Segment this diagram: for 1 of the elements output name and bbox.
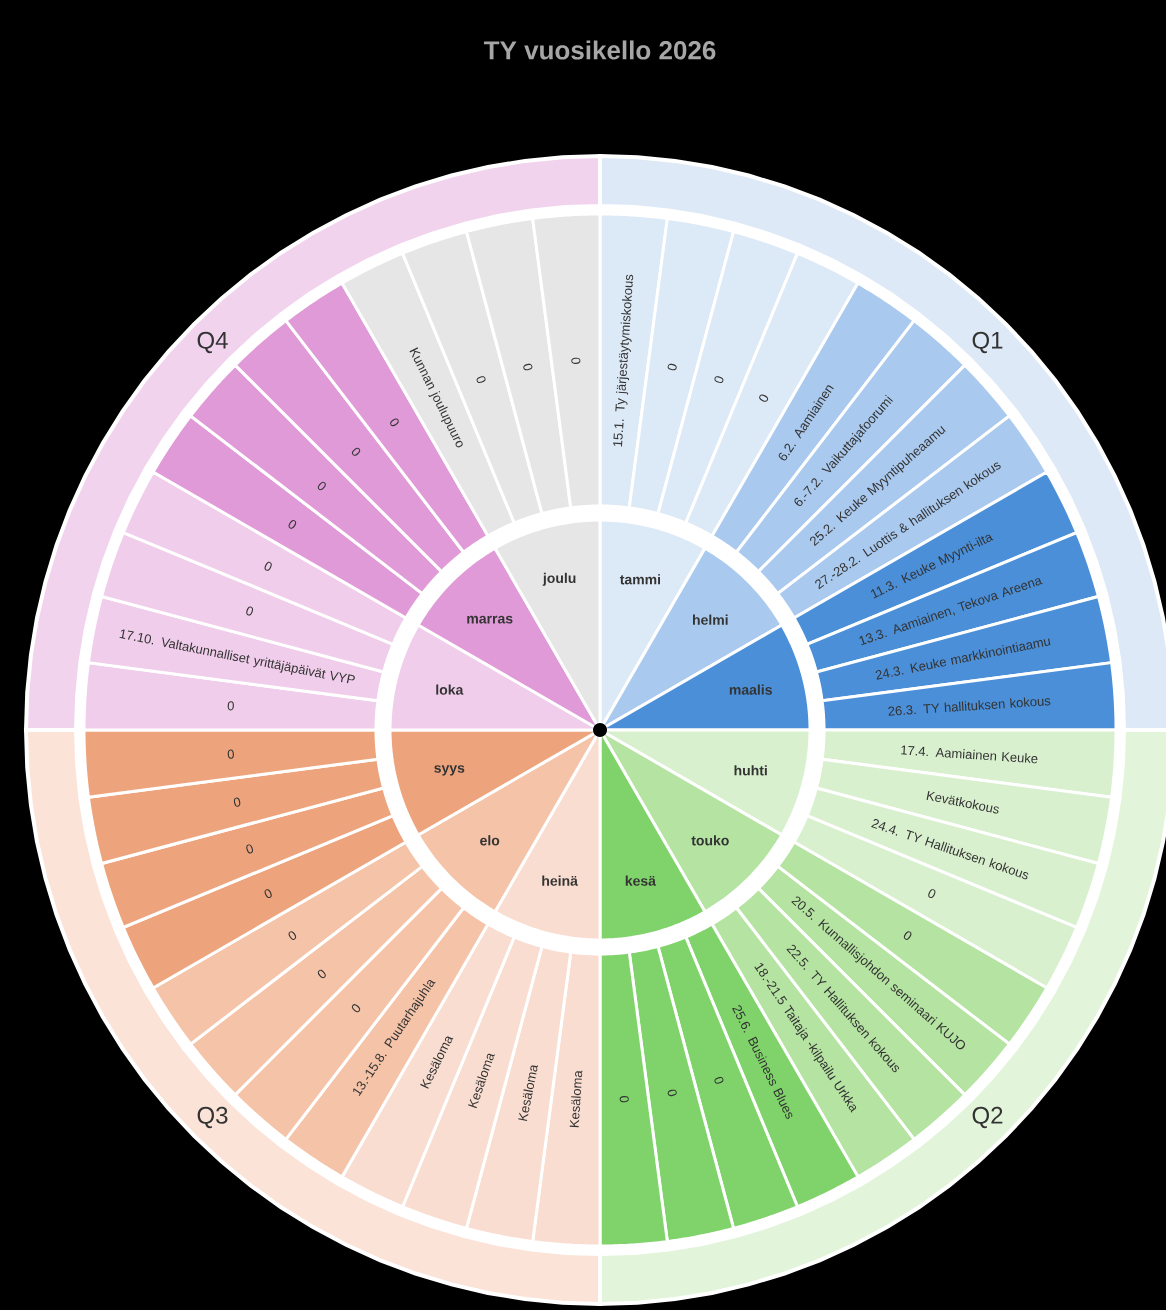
title: TY vuosikello 2026	[483, 40, 716, 60]
